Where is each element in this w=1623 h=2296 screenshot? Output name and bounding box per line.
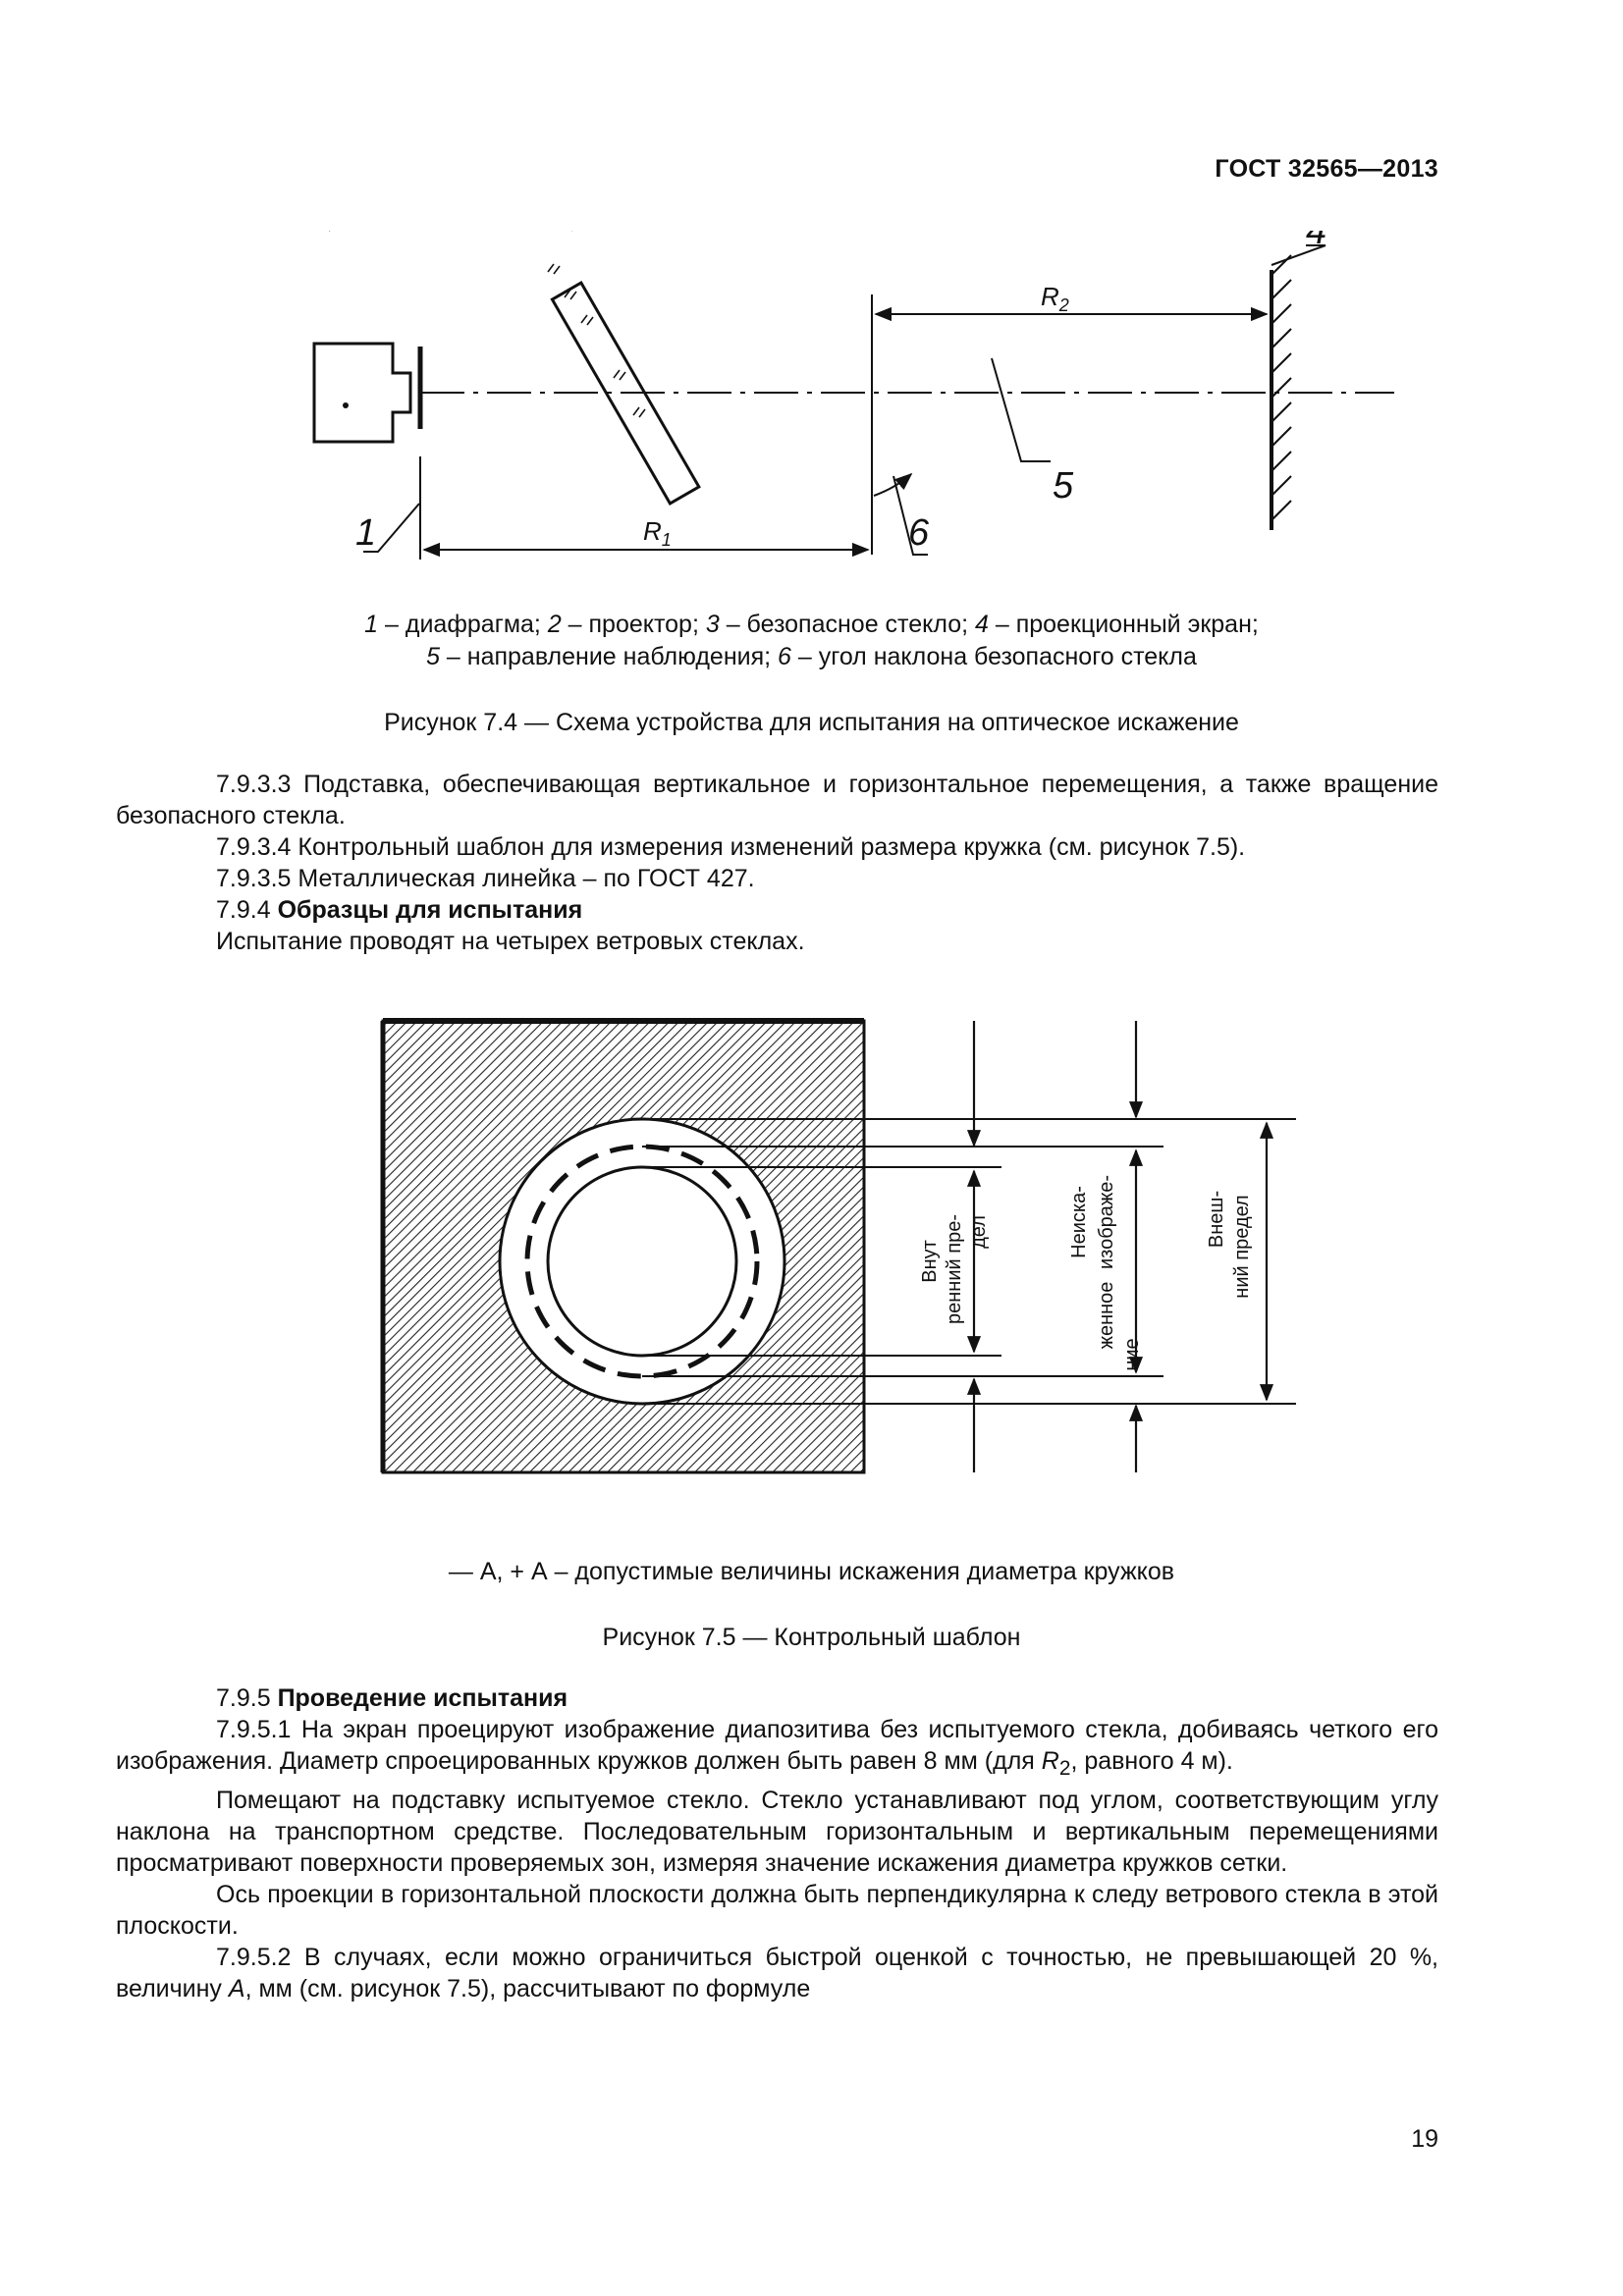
tilt-angle-arc [873, 472, 913, 497]
inner-limit-label: Внут ренний пре- дел [919, 1214, 990, 1324]
svg-text:женное: женное [1096, 1282, 1117, 1350]
section-7-9-5-text: 7.9.5 Проведение испытания 7.9.5.1 На эк… [116, 1682, 1438, 2004]
projector-shape [312, 342, 412, 444]
undistorted-image-label: Неиска- изображе- женное ние [1068, 1175, 1143, 1371]
screen-hatching [1271, 254, 1292, 521]
document-header: ГОСТ 32565—2013 [1215, 155, 1438, 183]
page-number: 19 [1411, 2125, 1438, 2153]
paragraph-7-9-5-2: 7.9.5.2 В случаях, если можно ограничить… [116, 1944, 1438, 2002]
svg-text:Внеш-: Внеш- [1206, 1191, 1227, 1248]
figure-7-4-diagram: 1 2 3 4 5 6 R2 R1 [295, 231, 1394, 560]
dimension-r2-label: R2 [1041, 282, 1069, 315]
svg-text:ренний пре-: ренний пре- [944, 1214, 965, 1324]
undistorted-circle [524, 1144, 760, 1379]
svg-text:изображе-: изображе- [1096, 1175, 1117, 1269]
paragraph-glass-placement: Помещают на подставку испытуемое стекло.… [116, 1787, 1438, 1877]
figure-7-4-legend-line-2: 5 – направление наблюдения; 6 – угол нак… [426, 643, 1197, 670]
svg-text:ние: ние [1121, 1338, 1143, 1370]
paragraph-7-9-5-1: 7.9.5.1 На экран проецируют изображение … [116, 1716, 1438, 1780]
paragraph-7-9-3-5: 7.9.3.5 Металлическая линейка – по ГОСТ … [216, 865, 755, 892]
paragraph-7-9-3-4: 7.9.3.4 Контрольный шаблон для измерения… [216, 833, 1246, 861]
figure-7-4-legend-line-1: 1 – диафрагма; 2 – проектор; 3 – безопас… [364, 611, 1259, 638]
svg-text:ний предел: ний предел [1231, 1195, 1253, 1298]
svg-text:дел: дел [968, 1215, 990, 1249]
callout-2: 2 [295, 231, 310, 235]
heading-7-9-5: 7.9.5 Проведение испытания [216, 1684, 568, 1712]
figure-7-5-caption: Рисунок 7.5 — Контрольный шаблон [602, 1624, 1021, 1651]
paragraph-7-9-3-3: 7.9.3.3 Подставка, обеспечивающая вертик… [116, 771, 1438, 829]
projection-lines [642, 1118, 1296, 1405]
paragraph-test-samples: Испытание проводят на четырех ветровых с… [216, 928, 805, 955]
dimension-r1-label: R1 [643, 516, 672, 550]
figure-7-4-caption: Рисунок 7.4 — Схема устройства для испыт… [384, 709, 1239, 736]
callout-1: 1 [355, 512, 376, 554]
safety-glass [550, 281, 701, 506]
heading-7-9-4: 7.9.4 Образцы для испытания [216, 896, 583, 924]
section-7-9-3-text: 7.9.3.3 Подставка, обеспечивающая вертик… [116, 769, 1438, 957]
callout-6: 6 [908, 512, 930, 554]
callout-5: 5 [1053, 465, 1074, 507]
figure-7-5-note: — А, + А – допустимые величины искажения… [448, 1558, 1175, 1585]
figure-7-5-diagram: Внут ренний пре- дел Неиска- изображе- ж… [380, 1018, 1296, 1474]
inner-limit-circle [546, 1165, 738, 1358]
glass-hatch-marks [547, 263, 646, 418]
svg-text:Внут: Внут [919, 1240, 941, 1283]
callout-4: 4 [1306, 231, 1326, 252]
paragraph-projection-axis: Ось проекции в горизонтальной плоскости … [116, 1881, 1438, 1940]
svg-text:Неиска-: Неиска- [1068, 1186, 1090, 1258]
outer-limit-label: Внеш- ний предел [1206, 1191, 1253, 1299]
